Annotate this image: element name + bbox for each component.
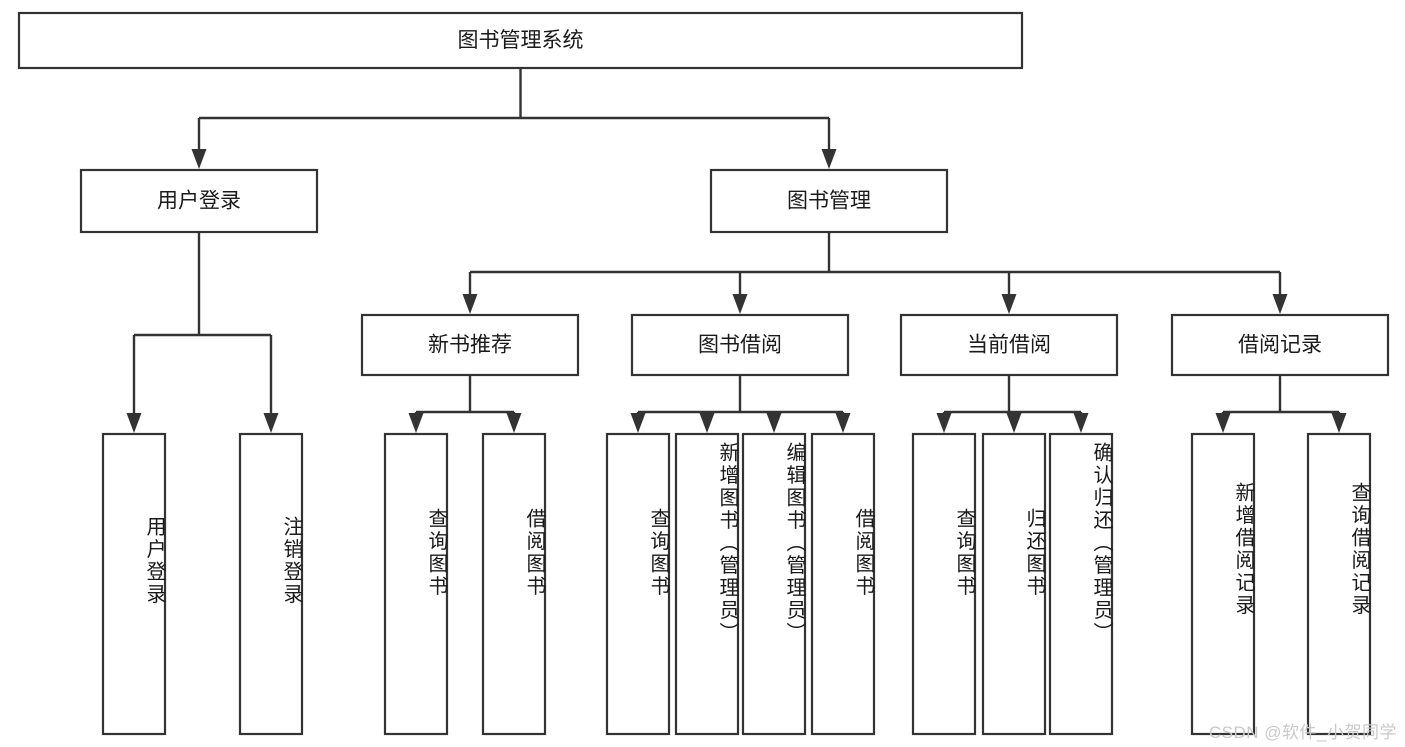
node-leaf-query-borrow-record[interactable] (1306, 432, 1372, 736)
book-borrow-arrow-1 (699, 413, 715, 433)
node-leaf-confirm-return-admin[interactable] (1048, 432, 1114, 736)
node-leaf-query-book-borrow[interactable] (605, 432, 671, 736)
node-current-borrow-rect[interactable] (899, 313, 1119, 377)
borrow-record-arrow-0 (1215, 413, 1231, 433)
book-management-arrow-0 (462, 294, 478, 314)
node-leaf-query-book-recommend[interactable] (383, 432, 449, 736)
node-leaf-query-book-current[interactable] (911, 432, 977, 736)
node-book-borrow[interactable]: 图书借阅 (630, 313, 850, 377)
book-borrow-arrow-0 (630, 413, 646, 433)
node-root-rect[interactable] (17, 11, 1024, 70)
new-book-recommend-arrow-0 (408, 413, 424, 433)
node-new-book-recommend-rect[interactable] (360, 313, 580, 377)
node-leaf-add-book-admin-rect[interactable] (674, 432, 740, 736)
node-new-book-recommend-label: 新书推荐 (428, 334, 512, 357)
node-leaf-query-book-borrow-rect[interactable] (605, 432, 671, 736)
node-leaf-query-book-current-rect[interactable] (911, 432, 977, 736)
node-leaf-query-book-recommend-rect[interactable] (383, 432, 449, 736)
node-leaf-return-book-rect[interactable] (981, 432, 1047, 736)
user-login-arrow-0 (126, 413, 142, 433)
current-borrow-arrow-1 (1006, 413, 1022, 433)
node-leaf-borrow-book-rect[interactable] (810, 432, 876, 736)
node-leaf-borrow-book-recommend[interactable] (481, 432, 547, 736)
node-leaf-user-logout[interactable] (238, 432, 304, 736)
node-root-label: 图书管理系统 (458, 29, 584, 52)
node-leaf-add-book-admin[interactable] (674, 432, 740, 736)
new-book-recommend-arrow-1 (506, 413, 522, 433)
node-leaf-user-login-rect[interactable] (101, 432, 167, 736)
root-arrow-0 (191, 149, 207, 169)
node-leaf-add-borrow-record-rect[interactable] (1190, 432, 1256, 736)
node-leaf-user-login[interactable] (101, 432, 167, 736)
node-root[interactable]: 图书管理系统 (17, 11, 1024, 70)
node-user-login[interactable]: 用户登录 (79, 168, 319, 234)
node-book-management-label: 图书管理 (787, 190, 871, 213)
node-leaf-borrow-book[interactable] (810, 432, 876, 736)
watermark-text: CSDN @软件_小贺同学 (1208, 723, 1397, 742)
root-arrow-1 (821, 149, 837, 169)
node-leaf-query-borrow-record-rect[interactable] (1306, 432, 1372, 736)
node-leaf-edit-book-admin-rect[interactable] (741, 432, 807, 736)
book-management-arrow-3 (1272, 294, 1288, 314)
node-leaf-borrow-book-recommend-rect[interactable] (481, 432, 547, 736)
node-book-management[interactable]: 图书管理 (709, 168, 949, 234)
node-new-book-recommend[interactable]: 新书推荐 (360, 313, 580, 377)
book-borrow-arrow-3 (835, 413, 851, 433)
node-user-login-rect[interactable] (79, 168, 319, 234)
book-management-arrow-2 (1001, 294, 1017, 314)
current-borrow-arrow-2 (1073, 413, 1089, 433)
book-management-arrow-1 (732, 294, 748, 314)
node-leaf-edit-book-admin[interactable] (741, 432, 807, 736)
node-borrow-record[interactable]: 借阅记录 (1170, 313, 1390, 377)
node-leaf-add-borrow-record[interactable] (1190, 432, 1256, 736)
node-user-login-label: 用户登录 (157, 190, 241, 213)
current-borrow-arrow-0 (936, 413, 952, 433)
node-current-borrow-label: 当前借阅 (967, 334, 1051, 357)
borrow-record-arrow-1 (1331, 413, 1347, 433)
node-borrow-record-label: 借阅记录 (1238, 334, 1322, 357)
node-leaf-user-logout-rect[interactable] (238, 432, 304, 736)
node-book-borrow-label: 图书借阅 (698, 334, 782, 357)
node-leaf-confirm-return-admin-rect[interactable] (1048, 432, 1114, 736)
user-login-arrow-1 (263, 413, 279, 433)
node-current-borrow[interactable]: 当前借阅 (899, 313, 1119, 377)
book-borrow-arrow-2 (766, 413, 782, 433)
node-leaf-return-book[interactable] (981, 432, 1047, 736)
